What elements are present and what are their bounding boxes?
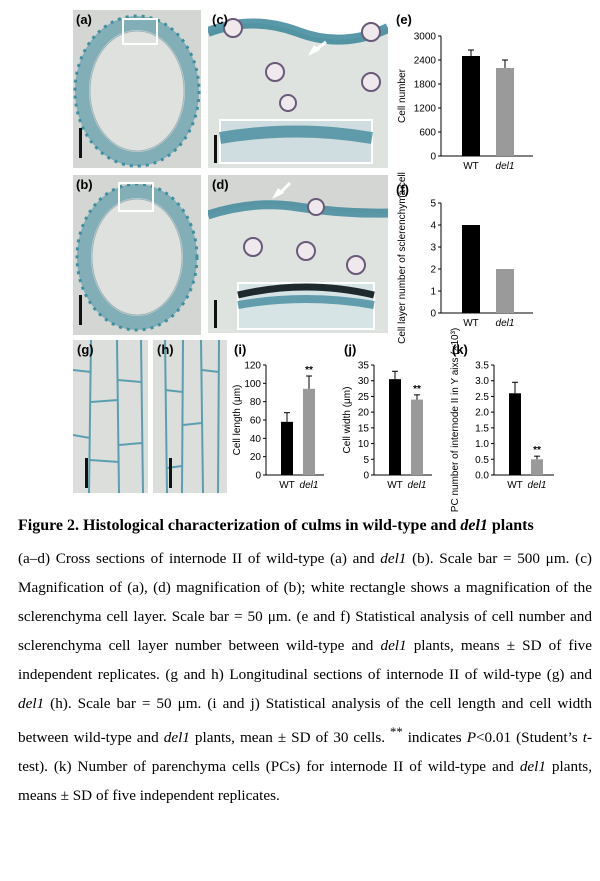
bar-del1 bbox=[496, 68, 514, 156]
panel-label-a: (a) bbox=[76, 12, 92, 27]
y-axis-label: Cell length (μm) bbox=[232, 385, 243, 456]
y-tick-label: 35 bbox=[358, 361, 370, 372]
bar-del1 bbox=[496, 269, 514, 313]
y-tick-label: 0 bbox=[430, 152, 436, 163]
bar-wt bbox=[281, 421, 293, 475]
bar-wt bbox=[389, 379, 401, 475]
y-tick-label: 25 bbox=[358, 392, 370, 403]
y-axis-label: Cell width (μm) bbox=[342, 387, 353, 454]
panel-label-h: (h) bbox=[157, 342, 174, 357]
significance-mark: ** bbox=[305, 365, 313, 376]
x-tick-label: del1 bbox=[496, 318, 515, 329]
significance-mark: ** bbox=[413, 384, 421, 395]
y-tick-label: 2.5 bbox=[475, 392, 489, 403]
y-tick-label: 20 bbox=[250, 452, 262, 463]
panel-d-magnification-del1: (d) bbox=[208, 175, 388, 333]
y-tick-label: 0 bbox=[255, 471, 261, 482]
x-tick-label: WT bbox=[463, 161, 479, 172]
panel-b-cross-section-del1: (b) bbox=[73, 175, 201, 335]
bar-del1 bbox=[303, 388, 315, 475]
figure-legend-text: (a–d) Cross sections of internode II of … bbox=[18, 550, 593, 805]
x-tick-label: del1 bbox=[408, 480, 427, 491]
y-tick-label: 20 bbox=[358, 408, 370, 419]
y-tick-label: 5 bbox=[363, 455, 369, 466]
significance-mark: ** bbox=[533, 445, 541, 456]
y-tick-label: 60 bbox=[250, 416, 262, 427]
y-axis-label: PC number of internode II in Y aixs (×10… bbox=[450, 328, 461, 512]
y-tick-label: 3.0 bbox=[475, 376, 489, 387]
x-tick-label: WT bbox=[387, 480, 403, 491]
panel-a-cross-section-wt: (a) bbox=[73, 10, 201, 168]
y-tick-label: 600 bbox=[419, 128, 436, 139]
panel-label-k: (k) bbox=[452, 342, 468, 357]
y-tick-label: 2.0 bbox=[475, 408, 489, 419]
bar-wt bbox=[462, 56, 480, 156]
x-tick-label: del1 bbox=[496, 161, 515, 172]
y-tick-label: 40 bbox=[250, 434, 262, 445]
y-tick-label: 4 bbox=[430, 221, 436, 232]
panel-c-magnification-wt: (c) bbox=[208, 10, 388, 168]
y-tick-label: 2 bbox=[430, 265, 436, 276]
y-tick-label: 1.5 bbox=[475, 423, 489, 434]
chart-f-sclerenchyma-layers: (f) 0 1 2 3 4 5 Cell layer number of sclerench… bbox=[393, 172, 593, 344]
y-tick-label: 15 bbox=[358, 423, 370, 434]
panel-h-longitudinal-del1: (h) bbox=[153, 340, 227, 493]
y-tick-label: 120 bbox=[244, 361, 261, 372]
y-tick-label: 3 bbox=[430, 243, 436, 254]
x-tick-label: del1 bbox=[528, 480, 547, 491]
y-tick-label: 100 bbox=[244, 379, 261, 390]
panel-label-c: (c) bbox=[212, 12, 228, 27]
y-tick-label: 0.0 bbox=[475, 471, 489, 482]
bar-del1 bbox=[531, 459, 543, 475]
y-axis-label: Cell layer number of sclerenchyma cell bbox=[397, 172, 408, 344]
x-tick-label: WT bbox=[507, 480, 523, 491]
y-tick-label: 5 bbox=[430, 199, 436, 210]
y-tick-label: 1.0 bbox=[475, 439, 489, 450]
y-tick-label: 30 bbox=[358, 376, 370, 387]
chart-k-pc-number: (k) 0.0 0.5 1.0 1.5 2.0 2.5 3.0 3.5 PC number of… bbox=[450, 328, 595, 512]
y-tick-label: 3.5 bbox=[475, 361, 489, 372]
panel-label-e: (e) bbox=[396, 12, 412, 27]
figure-caption: Figure 2. Histological characterization … bbox=[18, 516, 592, 810]
y-axis-label: Cell number bbox=[397, 68, 408, 123]
bar-wt bbox=[509, 393, 521, 475]
y-tick-label: 0.5 bbox=[475, 455, 489, 466]
x-tick-label: del1 bbox=[300, 480, 319, 491]
y-tick-label: 2400 bbox=[414, 56, 437, 67]
y-tick-label: 1 bbox=[430, 287, 436, 298]
y-tick-label: 80 bbox=[250, 397, 262, 408]
panel-label-g: (g) bbox=[77, 342, 94, 357]
panel-label-f: (f) bbox=[396, 182, 409, 197]
y-tick-label: 3000 bbox=[414, 32, 437, 43]
x-tick-label: WT bbox=[279, 480, 295, 491]
y-tick-label: 0 bbox=[430, 309, 436, 320]
bar-wt bbox=[462, 225, 480, 313]
y-tick-label: 1800 bbox=[414, 80, 437, 91]
panel-label-d: (d) bbox=[212, 177, 229, 192]
panel-label-j: (j) bbox=[344, 342, 357, 357]
y-tick-label: 10 bbox=[358, 439, 370, 450]
x-tick-label: WT bbox=[463, 318, 479, 329]
panel-g-longitudinal-wt: (g) bbox=[73, 340, 148, 493]
y-tick-label: 1200 bbox=[414, 104, 437, 115]
bar-del1 bbox=[411, 399, 423, 475]
panel-label-b: (b) bbox=[76, 177, 93, 192]
figure-title: Figure 2. Histological characterization … bbox=[18, 517, 534, 534]
panel-label-i: (i) bbox=[234, 342, 247, 357]
y-tick-label: 0 bbox=[363, 471, 369, 482]
